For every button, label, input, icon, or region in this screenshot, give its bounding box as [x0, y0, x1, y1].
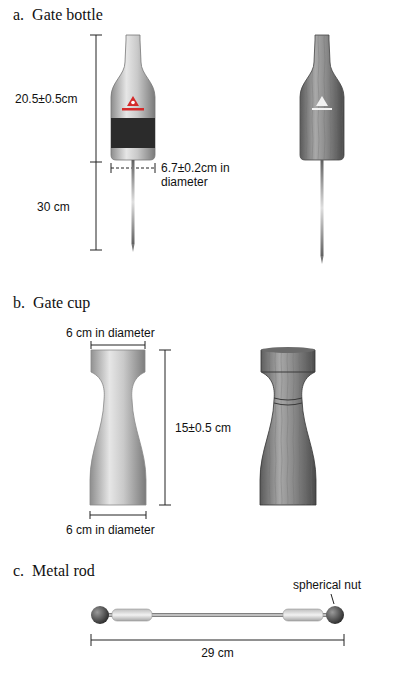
panel-heading: c. Metal rod [12, 562, 96, 580]
gate-bottle-render [111, 35, 155, 252]
dimension-label: 20.5±0.5cm [14, 92, 79, 106]
panel-heading: b. Gate cup [12, 294, 91, 312]
dimension-label: 30 cm [36, 200, 71, 214]
metal-rod [91, 606, 344, 624]
dimension-label: 6 cm in diameter [65, 326, 156, 340]
gate-bottle-photo [300, 35, 344, 264]
gate-cup-render [90, 350, 146, 505]
panel-heading: a. Gate bottle [12, 6, 104, 24]
dimension-label: 15±0.5 cm [174, 421, 232, 435]
gate-cup-photo [260, 347, 316, 505]
dimension-label: 6.7±0.2cm in diameter [160, 161, 236, 189]
dimension-label: 6 cm in diameter [65, 523, 156, 537]
part-name: spherical nut [292, 578, 362, 592]
dimension-label: 29 cm [200, 646, 235, 660]
